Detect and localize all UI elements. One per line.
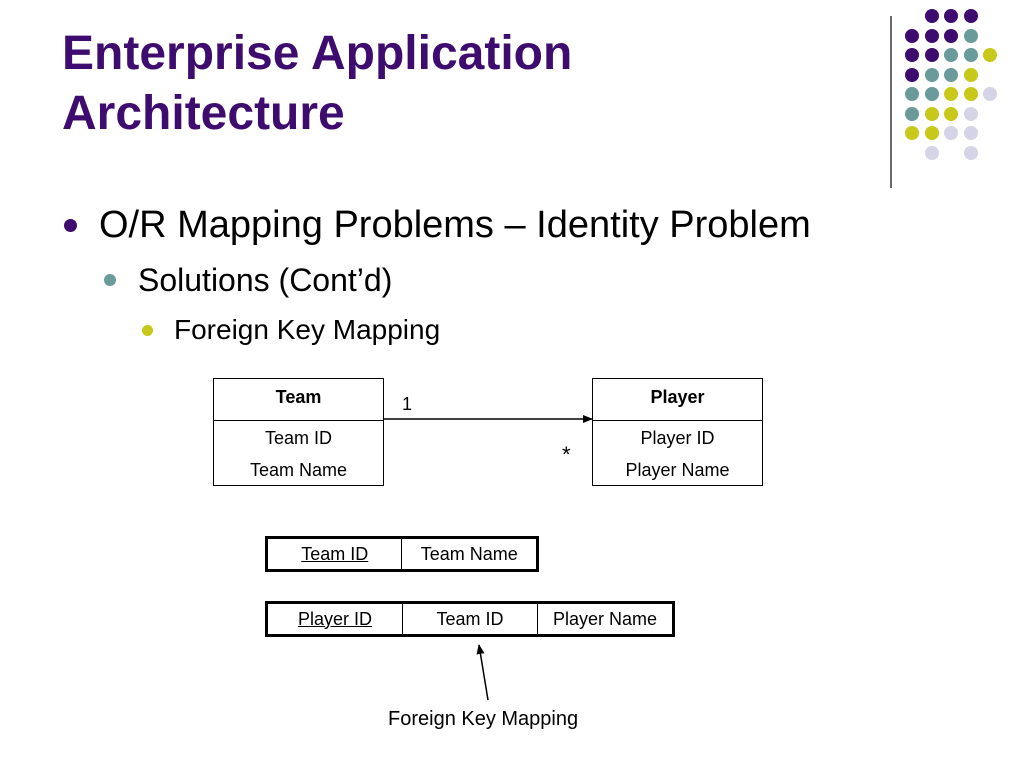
decorative-dot-icon <box>963 126 978 140</box>
uml-class-name: Team <box>214 379 383 421</box>
decorative-dot-icon <box>924 48 939 62</box>
decorative-dot-icon <box>963 87 978 101</box>
table-row: Team ID Team Name <box>265 537 538 571</box>
decorative-dot-icon <box>944 9 958 23</box>
decorative-dot-icon <box>963 28 978 43</box>
decorative-dot-icon <box>905 28 919 43</box>
table-row: Player ID Team ID Player Name <box>265 602 675 636</box>
table-cell-foreign-key: Team ID <box>402 602 538 636</box>
bullet-level-2-text: Solutions (Cont’d) <box>138 261 393 298</box>
decorative-dot-icon <box>924 126 939 140</box>
bullet-dot-icon <box>104 274 116 286</box>
table-cell-primary-key: Team ID <box>265 537 403 571</box>
multiplicity-one: 1 <box>402 394 413 414</box>
decorative-divider <box>890 16 892 188</box>
decorative-dot-icon <box>963 145 978 160</box>
uml-attribute: Player Name <box>625 460 730 480</box>
table-cell: Team Name <box>401 537 538 571</box>
bullet-dot-icon <box>64 218 77 232</box>
decorative-dot-icon <box>924 28 939 43</box>
decorative-dot-icon <box>944 106 958 121</box>
decorative-dot-icon <box>905 48 919 62</box>
decorative-dot-icon <box>963 106 978 121</box>
title-line-2: Architecture <box>62 87 345 140</box>
table-player: Player ID Team ID Player Name <box>265 601 675 637</box>
table-cell: Player Name <box>536 602 675 636</box>
decorative-dot-icon <box>924 9 939 23</box>
decorative-dot-icon <box>963 9 978 23</box>
uml-attribute: Player ID <box>640 428 715 448</box>
decorative-dot-icon <box>905 87 919 101</box>
decorative-dot-icon <box>963 67 978 82</box>
foreign-key-pointer-arrow <box>476 644 489 701</box>
decorative-dot-icon <box>905 126 919 140</box>
uml-class-player: Player Player ID Player Name <box>592 378 763 486</box>
table-cell-primary-key: Player ID <box>265 602 404 636</box>
decorative-dot-icon <box>944 67 958 82</box>
title-line-1: Enterprise Application <box>62 27 573 80</box>
decorative-dot-icon <box>924 145 939 160</box>
slide-title: Enterprise Application Architecture <box>62 24 822 144</box>
table-team: Team ID Team Name <box>265 536 539 572</box>
bullet-dot-icon <box>142 324 153 336</box>
uml-attribute: Team Name <box>249 460 348 480</box>
decorative-dot-icon <box>905 67 919 82</box>
bullet-level-1: O/R Mapping Problems – Identity Problem <box>64 200 811 250</box>
decorative-dot-icon <box>924 87 939 101</box>
bullet-level-3-text: Foreign Key Mapping <box>174 314 441 345</box>
uml-attribute: Team ID <box>264 428 333 448</box>
decorative-dot-icon <box>983 48 997 62</box>
bullet-level-3: Foreign Key Mapping <box>142 310 440 350</box>
decorative-dot-icon <box>944 28 958 43</box>
bullet-level-1-text: O/R Mapping Problems – Identity Problem <box>99 203 811 246</box>
decorative-dot-icon <box>924 106 939 121</box>
decorative-dot-icon <box>983 87 997 101</box>
bullet-level-2: Solutions (Cont’d) <box>104 258 392 302</box>
decorative-dot-icon <box>944 87 958 101</box>
uml-class-team: Team Team ID Team Name <box>213 378 384 486</box>
multiplicity-many: * <box>562 442 571 467</box>
uml-class-name: Player <box>593 379 762 421</box>
decorative-dot-icon <box>924 67 939 82</box>
decorative-dot-icon <box>944 126 958 140</box>
decorative-dot-icon <box>905 106 919 121</box>
decorative-dot-icon <box>963 48 978 62</box>
decorative-dot-icon <box>944 48 958 62</box>
foreign-key-annotation: Foreign Key Mapping <box>388 708 579 730</box>
